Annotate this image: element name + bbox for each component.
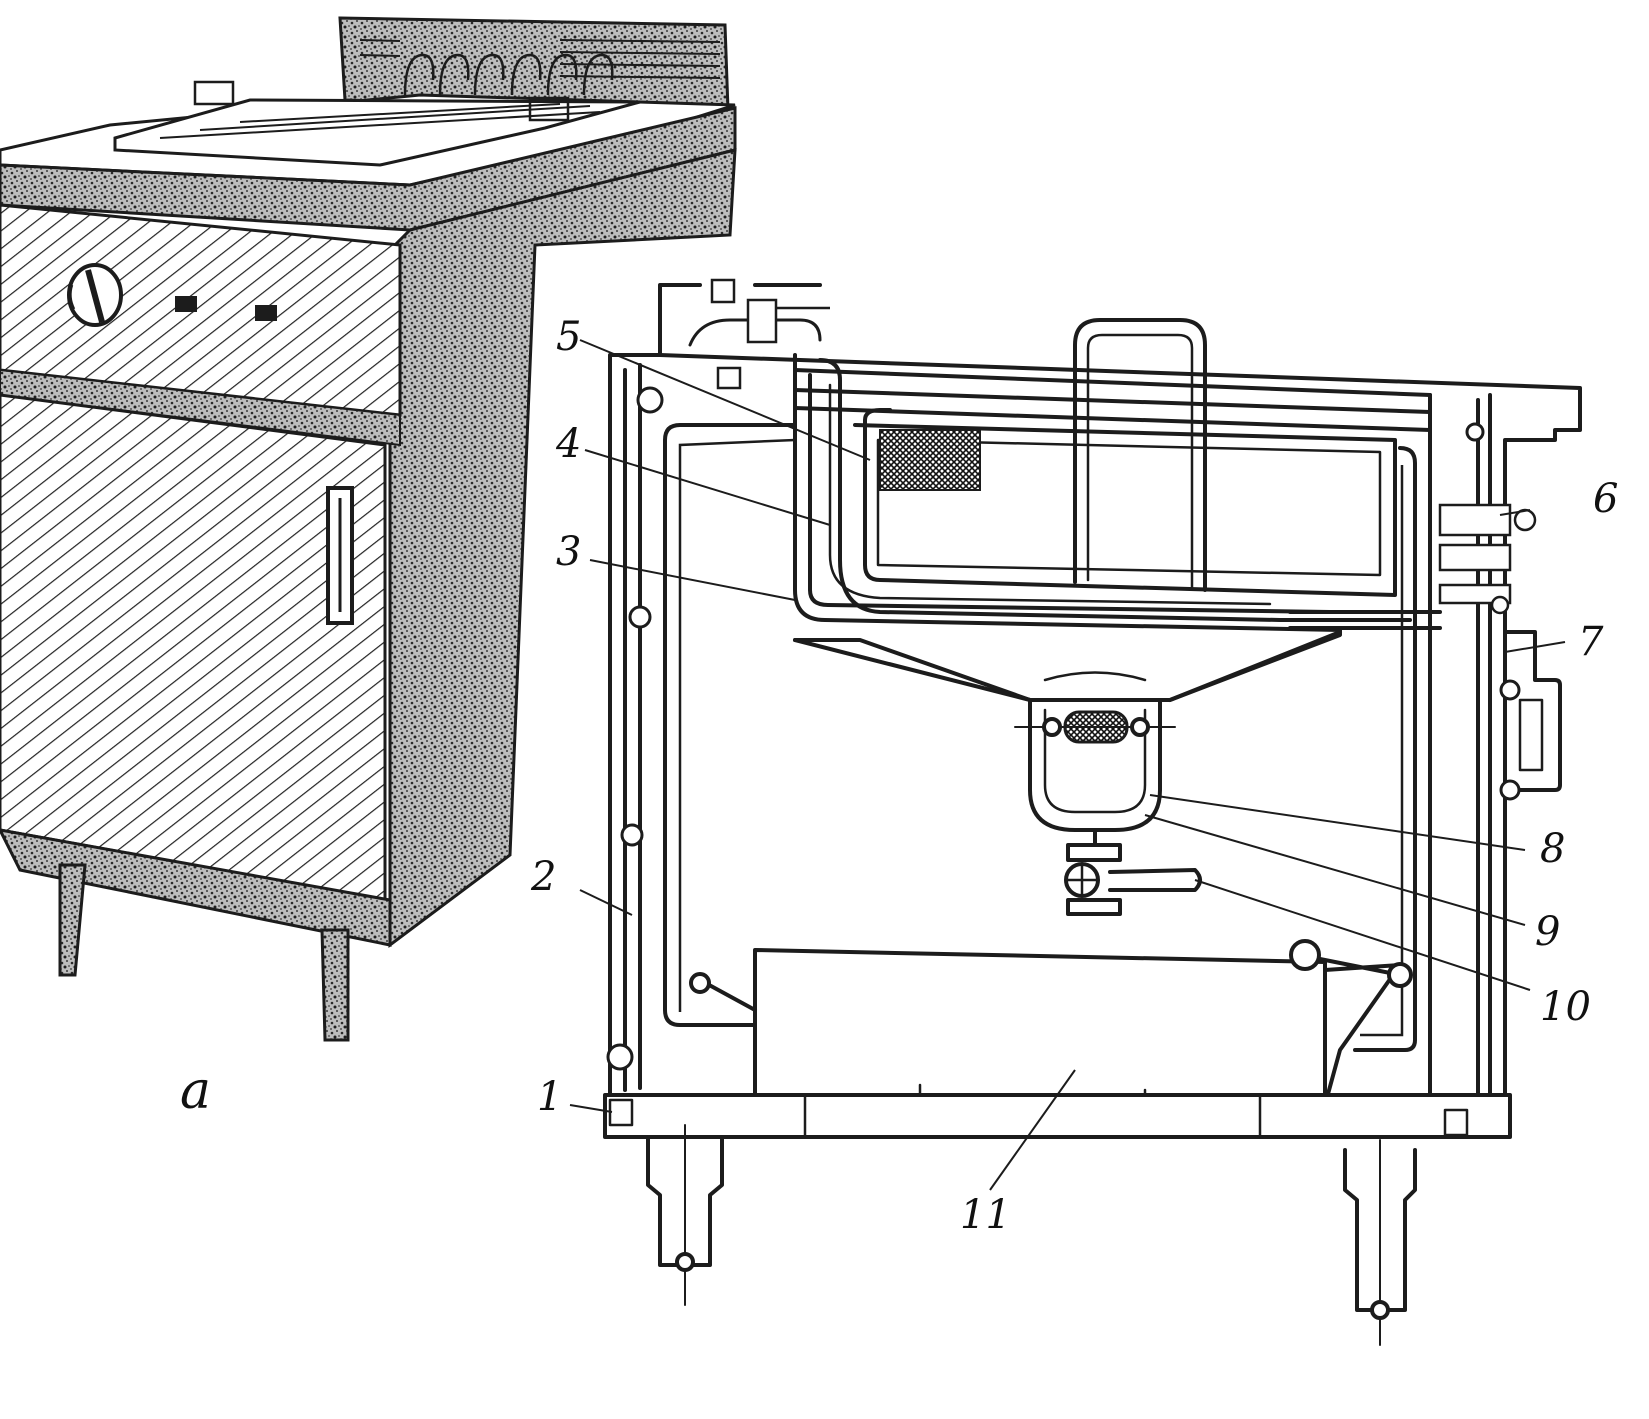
oil-drain-tray[interactable] [689, 939, 1413, 1122]
callout-3: 3 [556, 529, 581, 575]
callout-4: 4 [555, 421, 581, 467]
callout-8: 8 [1540, 826, 1565, 872]
heating-element [688, 318, 1442, 630]
oil-bath [793, 353, 1342, 702]
leader-lines [569, 339, 1566, 1191]
subfigure-label: а [180, 1061, 211, 1121]
fryer-perspective-view: а [0, 16, 737, 1121]
casing-bolts [606, 386, 1485, 1071]
callout-1: 1 [537, 1074, 562, 1120]
inner-liner-2 [678, 438, 1404, 1037]
basket-hook [863, 408, 892, 442]
drain-valve[interactable] [1064, 828, 1202, 916]
callout-11: 11 [960, 1192, 1011, 1238]
legs [58, 863, 350, 1042]
section-legs [646, 1124, 1417, 1346]
door-handle[interactable] [326, 486, 354, 625]
base-plinth [0, 828, 392, 947]
callout-6: 6 [1593, 476, 1618, 522]
inner-liner [663, 423, 1417, 1052]
basket-handle-left[interactable] [193, 80, 235, 106]
side-handle[interactable] [1499, 630, 1562, 801]
basket-handle-right[interactable] [528, 96, 570, 122]
callout-2: 2 [530, 854, 556, 900]
basket-lift-handle[interactable] [1073, 318, 1207, 592]
fry-well [113, 98, 641, 167]
thermostat-sensor [1438, 503, 1537, 615]
bottom-frame [603, 1093, 1512, 1139]
top-rim-beam [793, 368, 1432, 432]
terminal-block [710, 278, 830, 390]
indicator-lamp-2 [255, 305, 277, 321]
indicator-lamp-1 [175, 296, 197, 312]
callout-9: 9 [1535, 909, 1560, 955]
splash-ribs [359, 39, 721, 79]
fryer-section-view: 1 2 3 4 5 6 7 8 9 10 11 [530, 278, 1618, 1346]
well-lines [159, 103, 601, 139]
outer-casing [608, 283, 1582, 1132]
callout-10: 10 [1540, 984, 1591, 1030]
fry-basket [853, 423, 1397, 597]
cabinet-door[interactable] [0, 393, 387, 902]
basket-mesh [879, 429, 981, 491]
callout-7: 7 [1578, 619, 1604, 665]
sediment-chamber [1014, 671, 1176, 832]
callout-5: 5 [556, 314, 581, 360]
panel-band [0, 368, 401, 447]
thermostat-knob[interactable] [67, 263, 123, 327]
heating-coils [403, 53, 614, 96]
